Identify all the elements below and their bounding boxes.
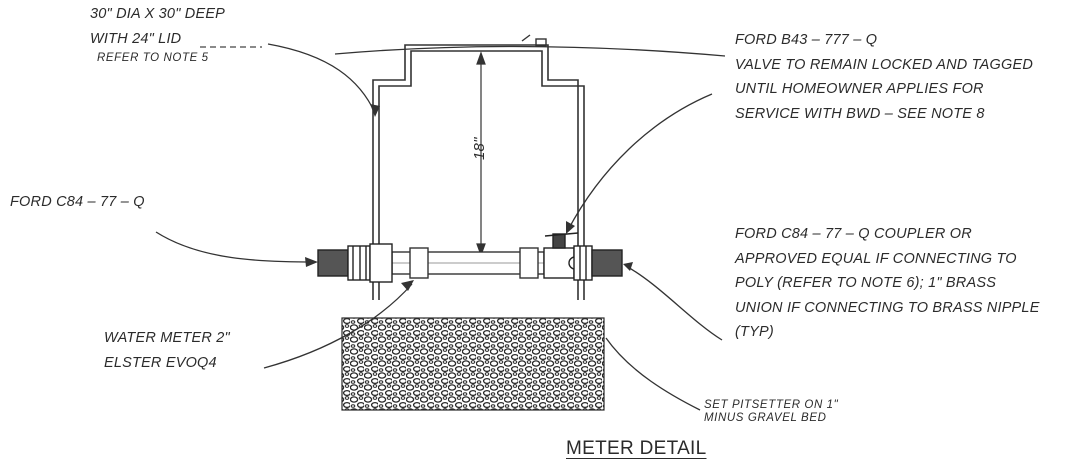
right-coupler <box>573 245 623 281</box>
callout-right-coupler-line1: FORD C84 – 77 – Q COUPLER OR <box>735 226 972 242</box>
leader-gravel <box>605 337 701 411</box>
dimension-label: 18" <box>471 137 488 160</box>
callout-right-coupler-line2: APPROVED EQUAL IF CONNECTING TO <box>735 250 1017 267</box>
callout-meter-line1: WATER METER 2" <box>104 330 230 346</box>
callout-valve-line2: VALVE TO REMAIN LOCKED AND TAGGED <box>735 56 1034 73</box>
leader-left-coupler <box>155 231 316 263</box>
leader-right-coupler <box>625 265 723 341</box>
callout-pit-line1: 30" DIA X 30" DEEP <box>90 6 226 22</box>
callout-left-coupler-line1: FORD C84 – 77 – Q <box>10 194 145 210</box>
callout-gravel-line2: MINUS GRAVEL BED <box>704 412 827 424</box>
drawing-title: METER DETAIL <box>566 438 707 459</box>
leader-pit <box>267 43 376 114</box>
callout-meter-line2: ELSTER EVOQ4 <box>104 354 217 371</box>
ball-valve <box>543 232 582 279</box>
leader-lines <box>155 43 723 411</box>
callout-left-coupler: FORD C84 – 77 – Q <box>10 190 145 215</box>
callout-valve: FORD B43 – 777 – Q VALVE TO REMAIN LOCKE… <box>735 28 1033 126</box>
callout-meter: WATER METER 2" ELSTER EVOQ4 <box>104 326 230 375</box>
meter-pit-wall <box>372 44 585 300</box>
pitsetter-pipe <box>391 247 545 279</box>
callout-right-coupler-line3: POLY (REFER TO NOTE 6); 1" BRASS <box>735 275 997 291</box>
callout-pit: 30" DIA X 30" DEEP WITH 24" LID <box>90 2 225 51</box>
callout-valve-line4: SERVICE WITH BWD – SEE NOTE 8 <box>735 105 985 122</box>
callout-pit-line2: WITH 24" LID <box>90 30 182 47</box>
dimension-18in <box>476 51 486 257</box>
callout-right-coupler: FORD C84 – 77 – Q COUPLER OR APPROVED EQ… <box>735 222 1040 345</box>
leader-arrowheads <box>305 104 633 291</box>
callout-pit-note: REFER TO NOTE 5 <box>97 52 209 65</box>
left-coupler <box>317 243 393 283</box>
callout-gravel-line1: SET PITSETTER ON 1" <box>704 399 839 411</box>
callout-pit-line3: REFER TO NOTE 5 <box>97 52 209 64</box>
callout-valve-line3: UNTIL HOMEOWNER APPLIES FOR <box>735 81 984 97</box>
callout-right-coupler-line5: (TYP) <box>735 324 774 340</box>
ground-line <box>334 45 726 57</box>
callout-valve-line1: FORD B43 – 777 – Q <box>735 32 878 48</box>
leader-valve <box>567 93 713 231</box>
callout-gravel: SET PITSETTER ON 1" MINUS GRAVEL BED <box>704 399 838 425</box>
callout-right-coupler-line4: UNION IF CONNECTING TO BRASS NIPPLE <box>735 299 1040 316</box>
leader-meter <box>263 283 413 369</box>
lid-handle <box>521 34 547 47</box>
gravel-bed <box>341 317 605 411</box>
